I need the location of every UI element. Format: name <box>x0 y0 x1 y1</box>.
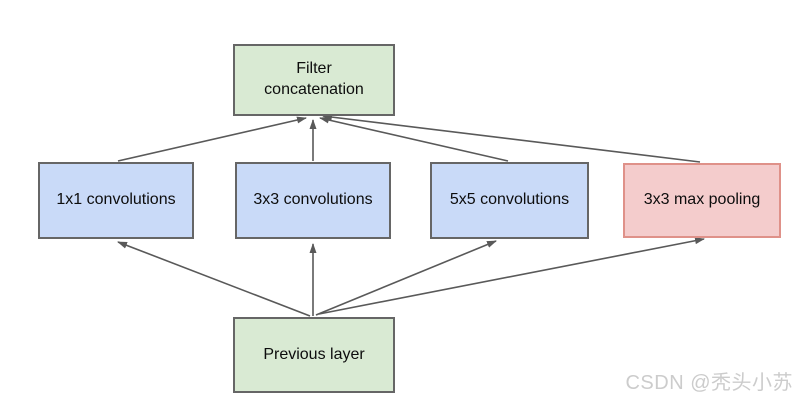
arrow-conv-5x5-to-concat <box>319 116 509 162</box>
node-conv-1x1: 1x1 convolutions <box>38 162 194 239</box>
node-previous-layer-label: Previous layer <box>263 345 365 363</box>
node-previous-layer: Previous layer <box>233 317 395 393</box>
watermark: CSDN @秃头小苏 <box>625 372 793 394</box>
arrow-previous-to-conv-5x5 <box>315 240 497 316</box>
node-conv-5x5: 5x5 convolutions <box>430 162 589 239</box>
arrow-previous-to-max-pool <box>318 237 705 315</box>
arrow-previous-to-conv-1x1 <box>117 241 311 317</box>
arrow-max-pool-to-concat <box>322 113 701 163</box>
node-conv-3x3-label: 3x3 convolutions <box>253 191 373 209</box>
node-max-pool-3x3: 3x3 max pooling <box>623 163 781 238</box>
node-max-pool-3x3-label: 3x3 max pooling <box>643 191 761 209</box>
arrow-conv-1x1-to-concat <box>117 116 307 162</box>
node-filter-concatenation-label: Filter concatenation <box>264 60 364 98</box>
node-filter-concatenation: Filter concatenation <box>233 44 395 116</box>
node-conv-5x5-label: 5x5 convolutions <box>449 191 570 209</box>
node-conv-3x3: 3x3 convolutions <box>235 162 391 239</box>
node-conv-1x1-label: 1x1 convolutions <box>56 191 176 209</box>
